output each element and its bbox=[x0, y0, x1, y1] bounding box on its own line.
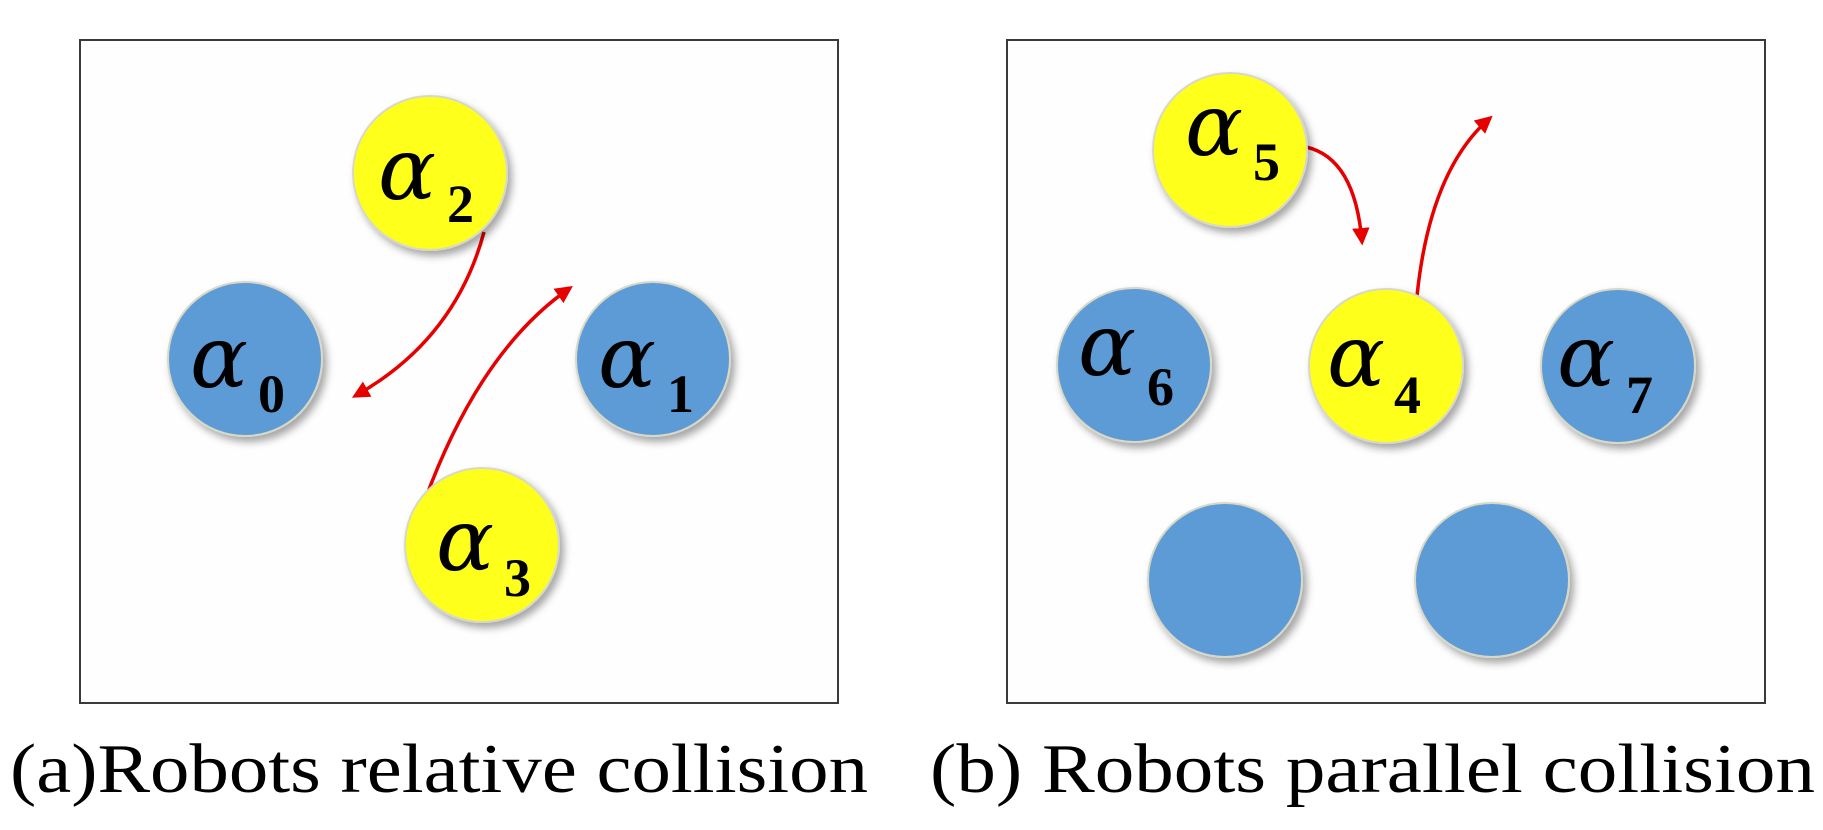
robot-circle bbox=[352, 95, 508, 251]
caption-panel-a: (a)Robots relative collision bbox=[10, 731, 868, 808]
robot-unlabeled-left bbox=[1147, 502, 1303, 658]
robot-symbol: α bbox=[1078, 296, 1136, 396]
robot-circle bbox=[167, 281, 323, 437]
robot-index: 0 bbox=[258, 364, 285, 424]
robot-circle bbox=[1056, 287, 1212, 443]
caption-panel-b: (b) Robots parallel collision bbox=[930, 731, 1815, 808]
robot-circle bbox=[1540, 288, 1696, 444]
robot-index: 6 bbox=[1147, 357, 1174, 417]
robot-symbol: α bbox=[1327, 307, 1385, 407]
robot-alpha-7: α 7 bbox=[1540, 288, 1696, 444]
robot-symbol: α bbox=[1557, 307, 1615, 407]
arrow-alpha4-upward bbox=[1415, 115, 1493, 297]
robot-symbol: α bbox=[598, 308, 656, 408]
robot-index: 4 bbox=[1394, 365, 1421, 425]
robot-index: 5 bbox=[1253, 132, 1280, 192]
robot-alpha-5: α 5 bbox=[1152, 72, 1308, 228]
panel-b: α 5 α 6 α 4 α 7 bbox=[1006, 39, 1766, 704]
robot-alpha-1: α 1 bbox=[575, 281, 731, 437]
panel-a: α 0 α 1 α 2 α 3 bbox=[79, 39, 839, 704]
robot-alpha-2: α 2 bbox=[352, 95, 508, 251]
robot-circle bbox=[404, 467, 560, 623]
robot-index: 1 bbox=[667, 364, 694, 424]
robot-index: 2 bbox=[447, 174, 474, 234]
robot-symbol: α bbox=[436, 491, 494, 591]
robot-index: 7 bbox=[1626, 365, 1653, 425]
robot-index: 3 bbox=[504, 548, 531, 608]
arrow-alpha3-to-alpha1 bbox=[423, 286, 573, 501]
arrow-alpha5-to-alpha4 bbox=[1305, 145, 1370, 246]
robot-alpha-4: α 4 bbox=[1308, 288, 1464, 444]
robot-alpha-3: α 3 bbox=[404, 467, 560, 623]
robot-circle bbox=[1147, 502, 1303, 658]
robot-symbol: α bbox=[1185, 76, 1243, 176]
robot-symbol: α bbox=[378, 120, 436, 220]
robot-circle bbox=[1414, 502, 1570, 658]
robot-unlabeled-right bbox=[1414, 502, 1570, 658]
robot-circle bbox=[1152, 72, 1308, 228]
robot-circle bbox=[1308, 288, 1464, 444]
robot-alpha-0: α 0 bbox=[167, 281, 323, 437]
robot-alpha-6: α 6 bbox=[1056, 287, 1212, 443]
arrow-alpha2-to-alpha0 bbox=[351, 231, 486, 398]
robot-symbol: α bbox=[190, 308, 248, 408]
robot-circle bbox=[575, 281, 731, 437]
